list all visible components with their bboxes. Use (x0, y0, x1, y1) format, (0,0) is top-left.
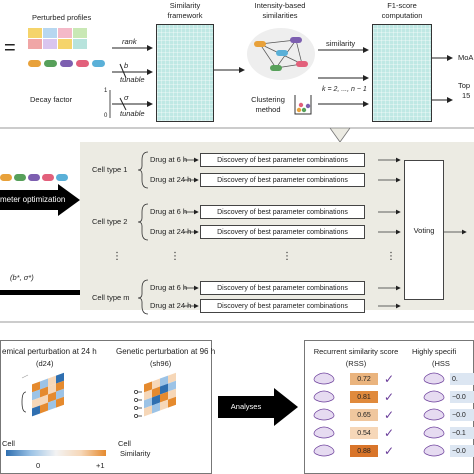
check-icon: ✓ (384, 372, 395, 386)
cell-type-2-drug-24h: Drug at 24 h (150, 227, 192, 236)
chemical-heatmap-graphic (21, 372, 64, 417)
profile-cards-graphic (28, 28, 87, 49)
hss-value: 0. (450, 373, 474, 385)
cell-label-right: Cell (118, 439, 131, 448)
param-rank-label: rank (122, 37, 137, 46)
cell-type-1-drug-24h: Drug at 24 h (150, 175, 192, 184)
check-icon: ✓ (384, 408, 395, 422)
discovery-box: Discovery of best parameter combinations (200, 281, 365, 295)
param-b-label: b (124, 61, 129, 70)
chemical-heatmap (14, 372, 94, 438)
rss-value: 0.72 (350, 373, 378, 385)
hss-value: −0.1 (450, 427, 474, 439)
cell-type-2-drug-6h: Drug at 6 h (150, 207, 188, 216)
f1-computation-line2: computation (381, 11, 423, 20)
colorbar-min: 0 (36, 461, 41, 470)
network-graphic (247, 28, 315, 80)
rss-value: 0.54 (350, 427, 378, 439)
similarity-network (246, 26, 316, 82)
check-icon: ✓ (384, 426, 395, 440)
similarity-framework-line2: framework (167, 11, 203, 20)
cell-type-m-label: Cell type m (92, 293, 130, 302)
scale-zero-label: 0 (104, 113, 108, 119)
scale-one-label: 1 (104, 88, 108, 94)
beaker-icon (294, 94, 312, 116)
discovery-box: Discovery of best parameter combinations (200, 225, 365, 239)
fifteen-label: 15 (462, 91, 471, 100)
hss-sub: (HSS (432, 359, 450, 368)
check-icon: ✓ (384, 444, 395, 458)
equals-sign: = (4, 37, 16, 59)
cell-type-m-drug-24h: Drug at 24 h (150, 301, 192, 310)
rss-value: 0.81 (350, 391, 378, 403)
cell-label-left: Cell (2, 439, 15, 448)
intensity-similarities-line2: similarities (262, 11, 298, 20)
colorbar-max: +1 (96, 461, 105, 470)
param-sigma-label: σ (124, 93, 129, 102)
colorbar-label: Similarity (120, 449, 151, 458)
hss-title: Highly specifi (412, 347, 457, 356)
perturbed-profiles-label: Perturbed profiles (32, 13, 92, 22)
genetic-heatmap (120, 372, 204, 438)
chemical-sub: (d24) (36, 359, 54, 368)
rss-value: 0.65 (350, 409, 378, 421)
hss-value: −0.0 (450, 409, 474, 421)
cell-type-1-drug-6h: Drug at 6 h (150, 155, 188, 164)
rss-title: Recurrent similarity score (313, 347, 399, 356)
cell-type-m-drug-6h: Drug at 6 h (150, 283, 188, 292)
cell-type-1-label: Cell type 1 (92, 165, 128, 174)
best-params-label: (b*, σ*) (10, 273, 34, 282)
left-pill-icons (0, 174, 68, 181)
param-optimization-label: meter optimization (0, 195, 66, 204)
param-tunable1-label: tunable (120, 75, 145, 84)
genetic-sub: (sh96) (150, 359, 172, 368)
rss-sub: (RSS) (345, 359, 367, 368)
genetic-heatmap-graphic (133, 372, 176, 419)
f1-computation-line1: F1-score (387, 1, 417, 10)
moa-label: MoA (458, 53, 474, 62)
similarity-arrow-label: similarity (326, 39, 356, 48)
ellipsis-discovery: ⋮ (282, 251, 292, 262)
ellipsis-arrow: ⋮ (386, 251, 396, 262)
ellipsis-drug: ⋮ (170, 251, 180, 262)
similarity-framework-box (156, 24, 214, 122)
hss-value: −0.0 (450, 445, 474, 457)
cell-type-2-label: Cell type 2 (92, 217, 128, 226)
k-range-label: k = 2, ..., n − 1 (322, 86, 367, 93)
decay-factor-label: Decay factor (30, 95, 73, 104)
clustering-method-line1: Clustering (251, 95, 285, 104)
left-pills-row (0, 172, 72, 184)
discovery-box: Discovery of best parameter combinations (200, 173, 365, 187)
clustering-method-line2: method (255, 105, 281, 114)
voting-box: Voting (404, 160, 444, 300)
hss-value: −0.0 (450, 391, 474, 403)
drug-pills-row (28, 58, 108, 70)
analyses-label: Analyses (230, 402, 262, 411)
similarity-framework-line1: Similarity (169, 1, 201, 10)
f1-computation-box (372, 24, 432, 122)
similarity-colorbar (6, 450, 106, 456)
chemical-title: emical perturbation at 24 h (2, 347, 97, 356)
perturbed-profiles-cards (28, 28, 98, 50)
pill-icons (28, 60, 105, 67)
intensity-similarities-line1: Intensity-based (254, 1, 306, 10)
top-label: Top (458, 81, 471, 90)
beaker-graphic (294, 95, 312, 115)
discovery-box: Discovery of best parameter combinations (200, 299, 365, 313)
param-tunable2-label: tunable (120, 109, 145, 118)
rss-value: 0.88 (350, 445, 378, 457)
ellipsis-cell: ⋮ (112, 251, 122, 262)
discovery-box: Discovery of best parameter combinations (200, 153, 365, 167)
check-icon: ✓ (384, 390, 395, 404)
genetic-title: Genetic perturbation at 96 h (116, 347, 216, 356)
discovery-box: Discovery of best parameter combinations (200, 205, 365, 219)
